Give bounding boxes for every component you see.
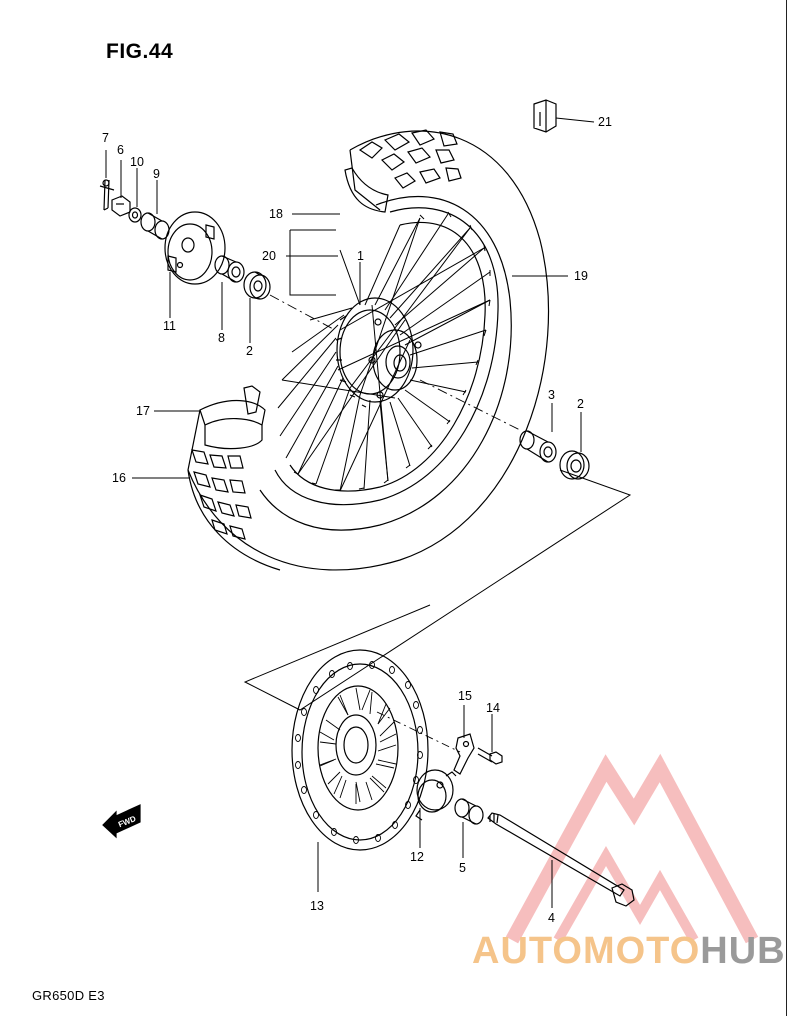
spacer-8 xyxy=(214,255,245,283)
bearing-2-right xyxy=(559,450,590,480)
callout-13: 13 xyxy=(310,899,324,913)
callout-2-right: 2 xyxy=(577,397,584,411)
brake-panel-11 xyxy=(164,211,226,285)
front-axle-4 xyxy=(487,812,635,907)
callout-15: 15 xyxy=(458,689,472,703)
explode-frame-lines xyxy=(243,469,632,711)
callout-21: 21 xyxy=(598,115,612,129)
callout-14: 14 xyxy=(486,701,500,715)
watermark-text: AUTOMOTOHUB xyxy=(472,930,786,973)
callout-19: 19 xyxy=(574,269,588,283)
callout-1: 1 xyxy=(357,249,364,263)
spacer-9 xyxy=(140,212,170,240)
leader-lines xyxy=(105,117,595,908)
watermark-logo xyxy=(505,753,759,944)
callout-8: 8 xyxy=(218,331,225,345)
callout-12: 12 xyxy=(410,850,424,864)
cotter-pin-7 xyxy=(99,179,115,211)
callout-11: 11 xyxy=(163,319,176,333)
callout-17: 17 xyxy=(136,404,150,418)
callout-10: 10 xyxy=(130,155,144,169)
watermark-part1: AUTOMOTO xyxy=(472,930,701,972)
page-edge-line xyxy=(786,0,787,1016)
bearing-2-left xyxy=(243,271,271,300)
callout-18: 18 xyxy=(269,207,283,221)
fwd-arrow-icon xyxy=(102,804,141,839)
callout-9: 9 xyxy=(153,167,160,181)
valve-cap-21 xyxy=(533,99,557,133)
castle-nut-6 xyxy=(111,195,131,217)
callout-3: 3 xyxy=(548,388,555,402)
spacer-3 xyxy=(519,430,557,463)
bolt-14 xyxy=(477,747,503,765)
watermark-part2: HUB xyxy=(700,930,786,972)
callout-numbers: 7 6 10 9 11 8 2 18 20 1 19 21 3 2 17 16 … xyxy=(102,115,612,925)
callout-16: 16 xyxy=(112,471,126,485)
axle-centerline-right xyxy=(419,379,521,431)
lock-plate-15 xyxy=(453,733,475,775)
callout-5: 5 xyxy=(459,861,466,875)
callout-2-left: 2 xyxy=(246,344,253,358)
callout-7: 7 xyxy=(102,131,109,145)
disc-bolt-line xyxy=(376,711,461,753)
brake-disc-13 xyxy=(291,649,429,851)
figure-title: FIG.44 xyxy=(106,40,174,63)
callout-20: 20 xyxy=(262,249,276,263)
callout-4: 4 xyxy=(548,911,555,925)
spacer-5 xyxy=(454,798,484,825)
speedometer-gearbox-12 xyxy=(415,769,457,821)
model-code: GR650D E3 xyxy=(32,988,105,1003)
washer-10 xyxy=(128,207,142,223)
wheel-spokes xyxy=(277,213,491,492)
axle-centerline-left xyxy=(269,294,336,331)
callout-6: 6 xyxy=(117,143,124,157)
